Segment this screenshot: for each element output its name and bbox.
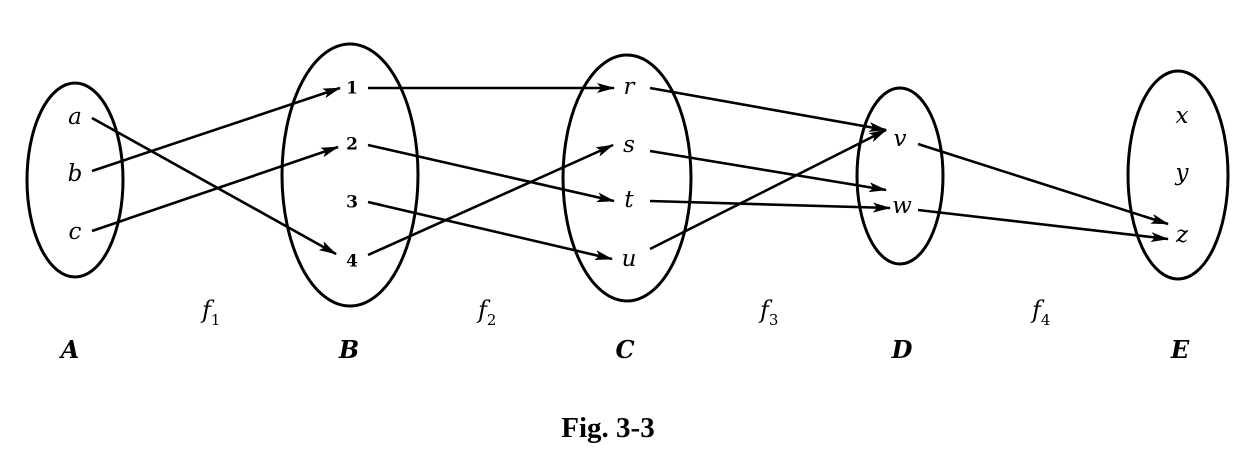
arrow-2-to-t <box>367 143 615 203</box>
arrow-b-to-1 <box>91 86 341 173</box>
set-e-name: E <box>1170 335 1190 364</box>
set-c-oval <box>561 53 693 303</box>
arrow-c-to-2 <box>91 145 339 233</box>
set-e-element-x: x <box>1176 103 1189 129</box>
arrow-v-to-z <box>917 142 1169 226</box>
set-a-element-b: b <box>68 161 83 187</box>
set-e-oval <box>1126 69 1230 281</box>
set-a-element-a: a <box>68 104 82 130</box>
set-c-element-u: u <box>622 246 637 272</box>
function-f1-label: f1 <box>200 296 220 329</box>
set-a-element-c: c <box>69 219 82 245</box>
set-e-element-y: y <box>1175 160 1190 186</box>
set-b-element-1: 1 <box>346 79 358 99</box>
mapping-arrows <box>91 83 1169 261</box>
set-b-name: B <box>338 335 359 364</box>
set-c-name: C <box>615 335 634 364</box>
function-f2-label: f2 <box>476 296 496 329</box>
set-a-oval <box>25 81 125 279</box>
function-f4-label: f4 <box>1030 296 1050 329</box>
function-f3-label: f3 <box>758 296 778 329</box>
arrow-s-to-w <box>649 149 887 193</box>
arrow-4-to-s <box>367 143 614 257</box>
set-b-element-3: 3 <box>346 193 358 213</box>
arrow-u-to-v <box>649 128 887 251</box>
set-b-element-2: 2 <box>346 135 358 155</box>
set-b-oval <box>280 42 420 308</box>
set-b-element-4: 4 <box>346 252 358 272</box>
arrow-t-to-w <box>649 199 891 213</box>
arrow-w-to-z <box>917 208 1169 243</box>
arrow-r-to-v <box>649 86 887 132</box>
set-a-name: A <box>59 335 80 364</box>
figure-caption: Fig. 3-3 <box>561 412 654 444</box>
set-c-element-s: s <box>623 132 635 158</box>
set-e-element-z: z <box>1175 222 1189 248</box>
arrow-3-to-u <box>367 200 613 261</box>
set-c-element-r: r <box>624 74 637 100</box>
set-d-name: D <box>891 335 913 364</box>
set-d-element-v: v <box>894 126 907 152</box>
set-d-oval <box>855 86 945 266</box>
arrow-a-to-4 <box>91 116 337 256</box>
set-c-element-t: t <box>624 187 634 213</box>
set-d-element-w: w <box>892 193 912 219</box>
